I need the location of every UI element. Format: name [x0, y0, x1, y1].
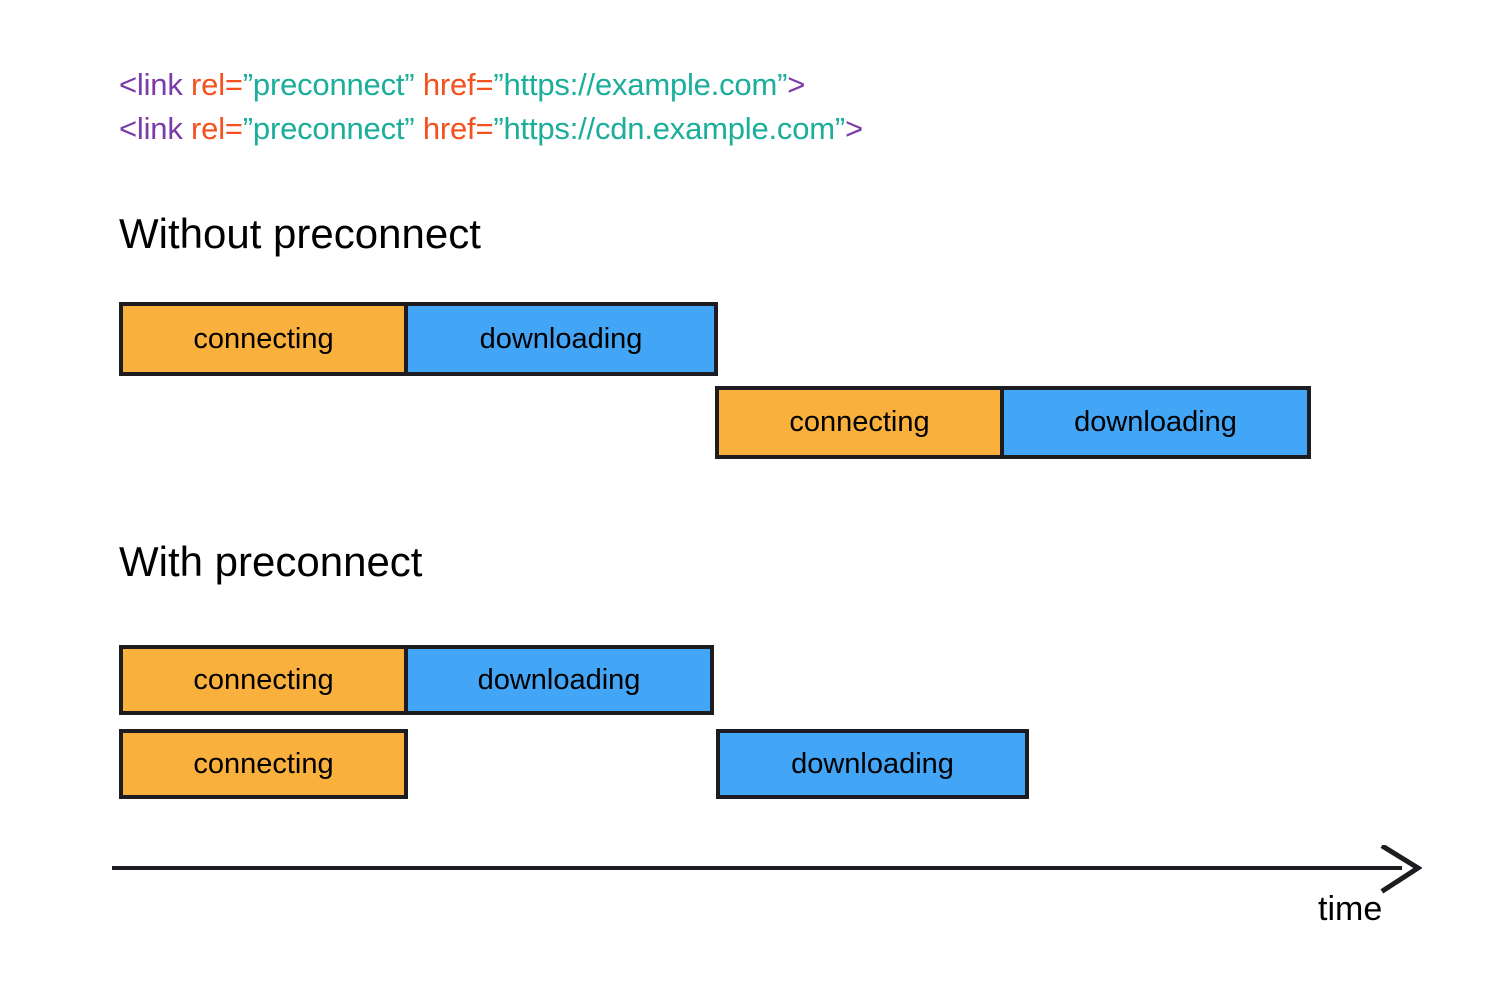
timeline-row-with-2-connecting: connecting [119, 729, 408, 799]
code-tag-close: > [845, 111, 863, 146]
code-attr-href: href= [414, 111, 494, 146]
time-axis-label: time [1318, 890, 1383, 928]
bar-segment-downloading: downloading [404, 302, 718, 376]
code-value-href: ”https://example.com” [493, 67, 788, 102]
bar-segment-downloading: downloading [404, 645, 714, 715]
code-attr-rel: rel= [182, 111, 243, 146]
code-attr-rel: rel= [182, 67, 243, 102]
code-value-href: ”https://cdn.example.com” [493, 111, 846, 146]
bar-segment-connecting: connecting [119, 729, 408, 799]
code-tag-close: > [787, 67, 806, 102]
section-title-with-preconnect: With preconnect [119, 538, 423, 585]
bar-segment-downloading: downloading [716, 729, 1029, 799]
bar-segment-downloading: downloading [1000, 386, 1311, 459]
bar-segment-connecting: connecting [715, 386, 1004, 459]
section-title-without-preconnect: Without preconnect [119, 210, 481, 257]
timeline-row-with-2-downloading: downloading [716, 729, 1029, 799]
code-value-rel: ”preconnect” [242, 111, 415, 146]
timeline-row-without-1: connecting downloading [119, 302, 718, 376]
code-line-1: <link rel=”preconnect” href=”https://exa… [119, 63, 863, 107]
code-tag-open: <link [119, 67, 183, 102]
code-snippet: <link rel=”preconnect” href=”https://exa… [119, 63, 863, 151]
code-line-2: <link rel=”preconnect” href=”https://cdn… [119, 107, 863, 151]
bar-segment-connecting: connecting [119, 645, 408, 715]
timeline-row-with-1: connecting downloading [119, 645, 714, 715]
time-axis-arrow [112, 845, 1422, 894]
code-tag-open: <link [119, 111, 183, 146]
code-value-rel: ”preconnect” [242, 67, 415, 102]
timeline-row-without-2: connecting downloading [715, 386, 1311, 459]
bar-segment-connecting: connecting [119, 302, 408, 376]
code-attr-href: href= [414, 67, 494, 102]
